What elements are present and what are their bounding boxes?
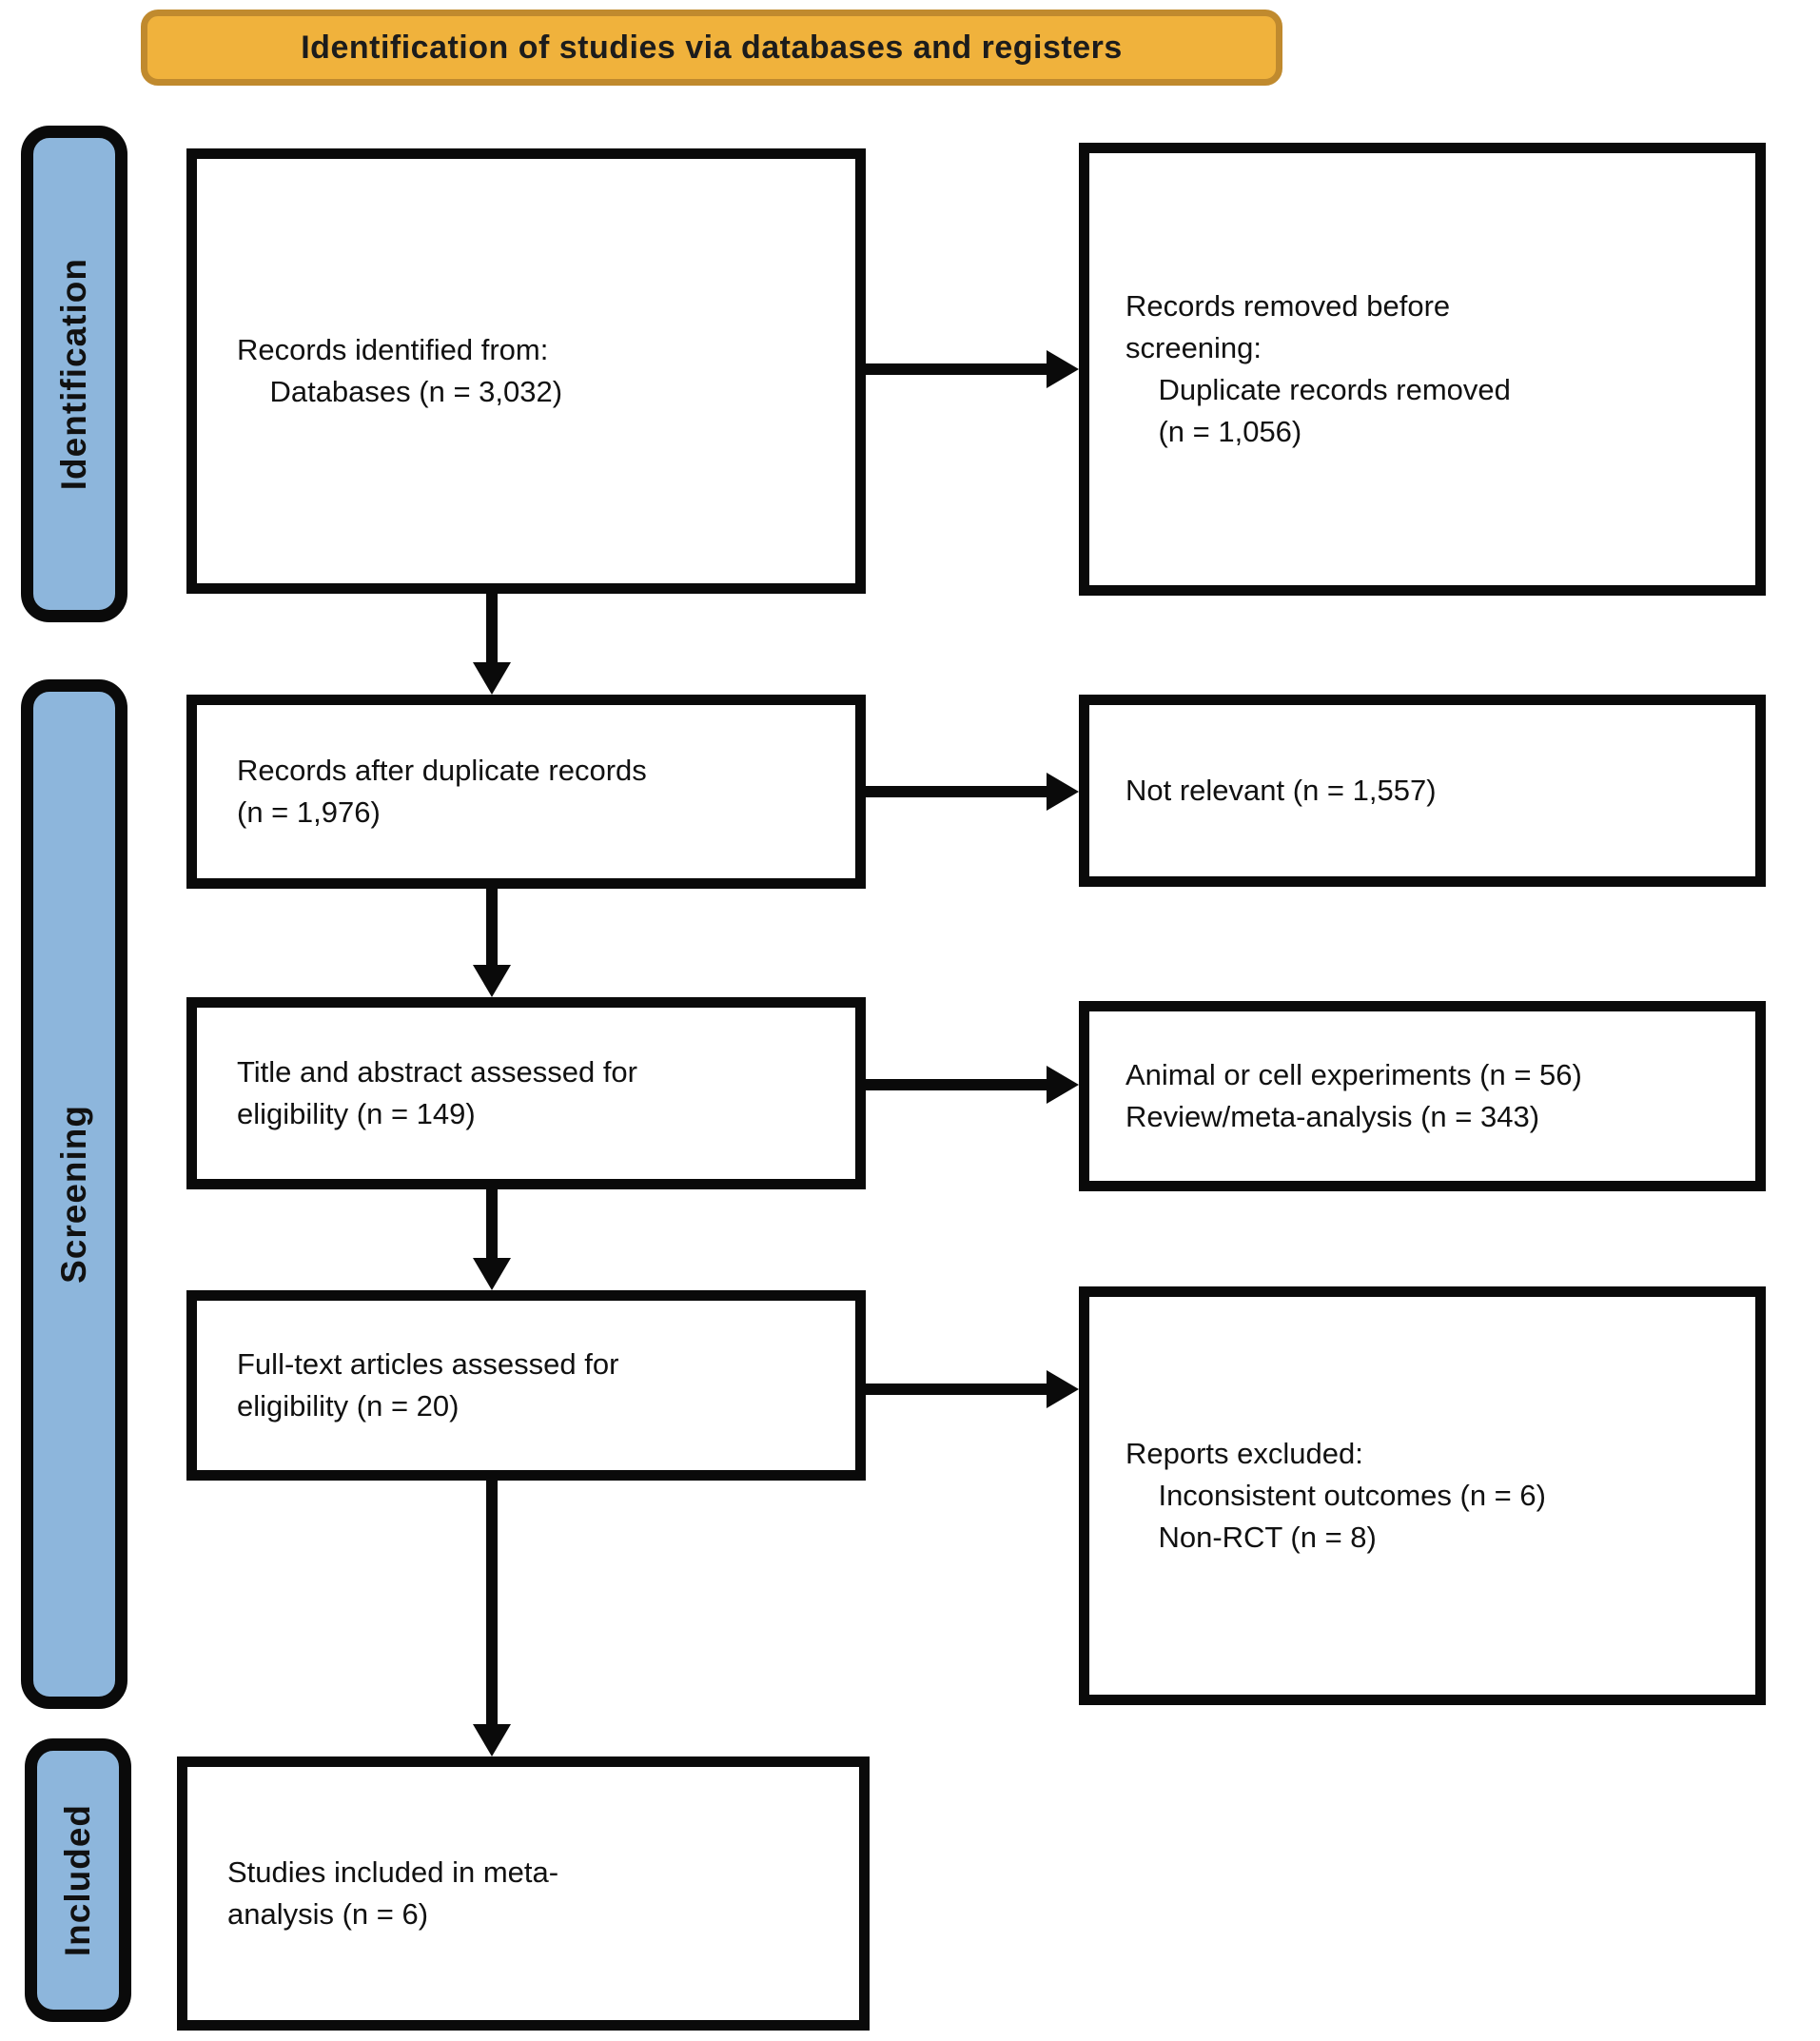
arrow-after-duplicates-to-title-abstract	[471, 889, 513, 997]
box-records-after-duplicates: Records after duplicate records (n = 1,9…	[186, 695, 866, 889]
box-full-text-assessed: Full-text articles assessed for eligibil…	[186, 1290, 866, 1481]
box-studies-included: Studies included in meta- analysis (n = …	[177, 1756, 870, 2031]
arrow-shaft	[486, 590, 498, 662]
arrow-shaft	[866, 1384, 1047, 1395]
box-records-removed-before-screening-text: Records removed before screening: Duplic…	[1125, 288, 1511, 449]
arrow-head-down-icon	[473, 1724, 511, 1756]
stage-label-identification-text: Identification	[54, 257, 93, 491]
arrow-shaft	[866, 363, 1047, 375]
box-records-identified-text: Records identified from: Databases (n = …	[237, 332, 563, 408]
arrow-title-abstract-to-excluded-reasons	[866, 1066, 1079, 1104]
box-records-after-duplicates-text: Records after duplicate records (n = 1,9…	[237, 753, 647, 829]
box-records-identified: Records identified from: Databases (n = …	[186, 148, 866, 594]
box-full-text-assessed-text: Full-text articles assessed for eligibil…	[237, 1346, 619, 1423]
arrow-shaft	[486, 1481, 498, 1724]
box-not-relevant: Not relevant (n = 1,557)	[1079, 695, 1766, 887]
arrow-shaft	[866, 786, 1047, 797]
arrow-shaft	[866, 1079, 1047, 1090]
arrow-head-right-icon	[1047, 773, 1079, 811]
stage-label-included-text: Included	[58, 1803, 97, 1957]
box-title-abstract-assessed-text: Title and abstract assessed for eligibil…	[237, 1054, 637, 1130]
arrow-full-text-to-studies-included	[471, 1481, 513, 1756]
arrow-after-duplicates-to-not-relevant	[866, 773, 1079, 811]
arrow-head-right-icon	[1047, 1066, 1079, 1104]
banner-title: Identification of studies via databases …	[141, 10, 1282, 86]
box-animal-cell-review-excluded: Animal or cell experiments (n = 56) Revi…	[1079, 1001, 1766, 1191]
box-animal-cell-review-excluded-text: Animal or cell experiments (n = 56) Revi…	[1125, 1057, 1582, 1133]
box-studies-included-text: Studies included in meta- analysis (n = …	[227, 1855, 559, 1931]
box-title-abstract-assessed: Title and abstract assessed for eligibil…	[186, 997, 866, 1189]
arrow-head-down-icon	[473, 662, 511, 695]
stage-label-identification: Identification	[21, 126, 127, 622]
arrow-title-abstract-to-full-text	[471, 1189, 513, 1290]
stage-label-screening: Screening	[21, 679, 127, 1709]
arrow-shaft	[486, 889, 498, 965]
box-reports-excluded: Reports excluded: Inconsistent outcomes …	[1079, 1286, 1766, 1705]
stage-label-screening-text: Screening	[54, 1105, 93, 1284]
box-records-removed-before-screening: Records removed before screening: Duplic…	[1079, 143, 1766, 596]
stage-label-included: Included	[25, 1738, 131, 2022]
arrow-head-down-icon	[473, 965, 511, 997]
box-not-relevant-text: Not relevant (n = 1,557)	[1125, 773, 1437, 807]
arrow-head-right-icon	[1047, 1370, 1079, 1408]
arrow-head-down-icon	[473, 1258, 511, 1290]
arrow-head-right-icon	[1047, 350, 1079, 388]
box-reports-excluded-text: Reports excluded: Inconsistent outcomes …	[1125, 1436, 1546, 1554]
arrow-shaft	[486, 1189, 498, 1258]
arrow-identified-to-after-duplicates	[471, 590, 513, 695]
arrow-full-text-to-reports-excluded	[866, 1370, 1079, 1408]
arrow-identified-to-removed	[866, 350, 1079, 388]
